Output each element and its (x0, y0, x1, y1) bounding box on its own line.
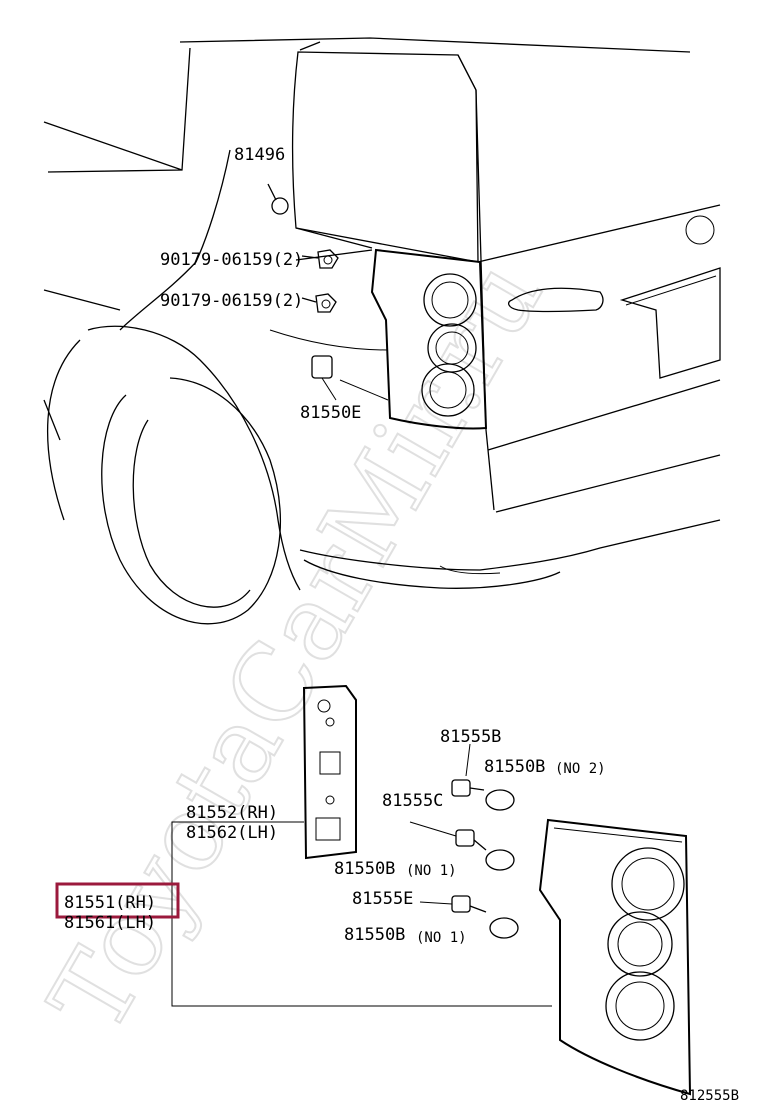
socket-81555b (465, 743, 471, 777)
label-no1-a: (NO 1) (406, 863, 457, 879)
label-90179-a: 90179-06159(2) (160, 250, 303, 270)
label-81552-rh: 81552(RH) (186, 803, 278, 823)
cushion-81550e (311, 355, 337, 401)
label-81562-lh: 81562(LH) (186, 823, 278, 843)
label-81561-lh: 81561(LH) (64, 913, 156, 933)
socket-81555c (451, 779, 515, 811)
label-81555c: 81555C (382, 791, 443, 811)
label-81555e: 81555E (352, 889, 413, 909)
label-81550b-no1-a: 81550B (334, 859, 395, 879)
highlight-box-81551[interactable] (55, 882, 180, 919)
nut-90179-b (301, 293, 337, 313)
label-no1-b: (NO 1) (416, 930, 467, 946)
label-81550b-no1-b: 81550B (344, 925, 405, 945)
socket-81555c-2 (409, 821, 515, 871)
label-90179-b: 90179-06159(2) (160, 291, 303, 311)
socket-81555e (419, 895, 519, 939)
label-81551-rh: 81551(RH) (64, 893, 156, 913)
vehicle-rear-illustration (43, 37, 721, 625)
figure-id: 812555B (680, 1088, 739, 1104)
nut-90179-a (301, 249, 339, 269)
leader-line-81551 (171, 821, 552, 1007)
label-81496: 81496 (234, 145, 285, 165)
label-81550b-no2: 81550B (484, 757, 545, 777)
label-81550e: 81550E (300, 403, 361, 423)
gasket-81552 (302, 684, 357, 860)
label-no2: (NO 2) (555, 761, 606, 777)
clip-81496 (267, 183, 289, 215)
rear-combination-lamp-81551 (538, 818, 692, 1096)
label-81555b: 81555B (440, 727, 501, 747)
